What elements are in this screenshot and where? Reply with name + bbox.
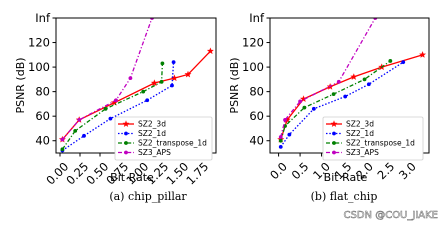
figure: 406080100120Inf0.000.250.500.751.001.251… [14,11,438,221]
legend-label: SZ2_1d [138,129,166,138]
legend-marker [332,150,336,155]
y-tick-label: 60 [249,109,264,123]
series-point-sz2_1d [343,94,348,99]
panel-caption: (b) flat_chip [311,190,378,203]
y-tick-label: 60 [35,109,50,123]
series-point-sz2_3d [350,73,358,80]
series-point-sz2_transpose_1d [60,147,65,152]
series-line-sz2_1d [280,61,404,148]
series-point-sz2_1d [145,98,150,103]
y-tick-label: Inf [35,11,51,25]
legend-box [114,116,213,161]
x-axis-label: Bit Rate [110,171,154,184]
series-point-sz2_transpose_1d [160,61,165,66]
series-point-sz2_3d [206,47,214,55]
series-point-sz2_transpose_1d [73,129,78,133]
legend-marker [122,120,130,128]
series-point-sz2_transpose_1d [302,105,307,110]
legend-marker [124,141,128,145]
legend-marker [124,131,128,136]
y-tick-label: 40 [35,134,50,148]
series-point-sz2_3d [419,51,427,58]
series-point-sz2_1d [401,60,406,65]
legend-label: SZ3_APS [138,148,171,157]
y-tick-label: 80 [35,85,50,99]
y-tick-label: 120 [28,36,50,50]
series-point-sz2_1d [108,116,113,121]
panel-caption: (a) chip_pillar [109,190,187,203]
series-point-sz3_aps [278,135,283,139]
chart-panel-chip-pillar: 406080100120Inf0.000.250.500.751.001.251… [14,11,217,203]
series-point-sz2_transpose_1d [103,106,108,111]
x-tick-label: 0.5 [289,159,312,182]
legend-label: SZ2_transpose_1d [346,139,415,148]
legend-label: SZ2_3d [138,120,166,129]
x-axis-label: Bit Rate [324,171,368,184]
series-point-sz2_1d [366,82,371,87]
series-line-sz2_transpose_1d [280,60,391,141]
series-point-sz2_transpose_1d [141,89,146,94]
series-point-sz3_aps [77,117,82,122]
legend-box [322,116,424,161]
series-point-sz3_aps [298,99,302,104]
legend-label: SZ2_3d [346,120,374,129]
legend-label: SZ2_transpose_1d [138,139,207,148]
series-group [277,18,427,149]
series-point-sz2_transpose_1d [159,79,164,84]
y-tick-label: 120 [242,36,264,50]
y-tick-label: 100 [28,60,50,74]
y-tick-label: 80 [249,85,264,99]
series-point-sz3_aps [283,117,287,122]
series-point-sz2_1d [82,133,86,138]
series-point-sz2_1d [171,60,176,65]
series-group [58,18,214,153]
legend-label: SZ2_1d [346,129,374,138]
series-point-sz3_aps [128,76,133,81]
series-point-sz2_3d [150,79,158,87]
series-point-sz2_transpose_1d [388,59,393,63]
series-line-sz2_transpose_1d [61,63,164,150]
series-point-sz2_1d [311,106,316,111]
legend-marker [124,150,128,155]
series-point-sz2_1d [278,144,283,149]
series-point-sz3_aps [60,137,65,142]
x-tick-label: 0.0 [267,159,290,182]
legend-marker [330,120,338,128]
y-axis-label: PSNR (dB) [14,57,27,113]
chart-panel-flat-chip: 406080100120Inf0.00.51.01.52.02.53.0Bit … [228,11,430,203]
y-axis-label: PSNR (dB) [228,57,241,113]
legend-marker [332,141,336,145]
x-tick-label: 2.5 [375,159,398,182]
y-tick-label: Inf [249,11,265,25]
y-tick-label: 100 [242,60,264,74]
series-point-sz2_transpose_1d [331,92,336,96]
series-point-sz2_1d [170,83,174,88]
legend-marker [332,131,336,136]
x-tick-label: 1.75 [183,159,211,187]
series-point-sz3_aps [336,79,341,84]
legend-label: SZ3_APS [346,148,379,157]
watermark: CSDN @COU_JIAKE [344,210,438,221]
y-tick-label: 40 [249,134,264,148]
series-point-sz3_aps [114,98,118,103]
x-tick-label: 3.0 [396,159,419,182]
series-point-sz2_3d [184,70,192,78]
series-point-sz2_transpose_1d [362,77,367,82]
series-point-sz2_1d [287,132,292,137]
series-line-sz3_aps [280,18,376,138]
series-point-sz2_transpose_1d [278,138,283,143]
